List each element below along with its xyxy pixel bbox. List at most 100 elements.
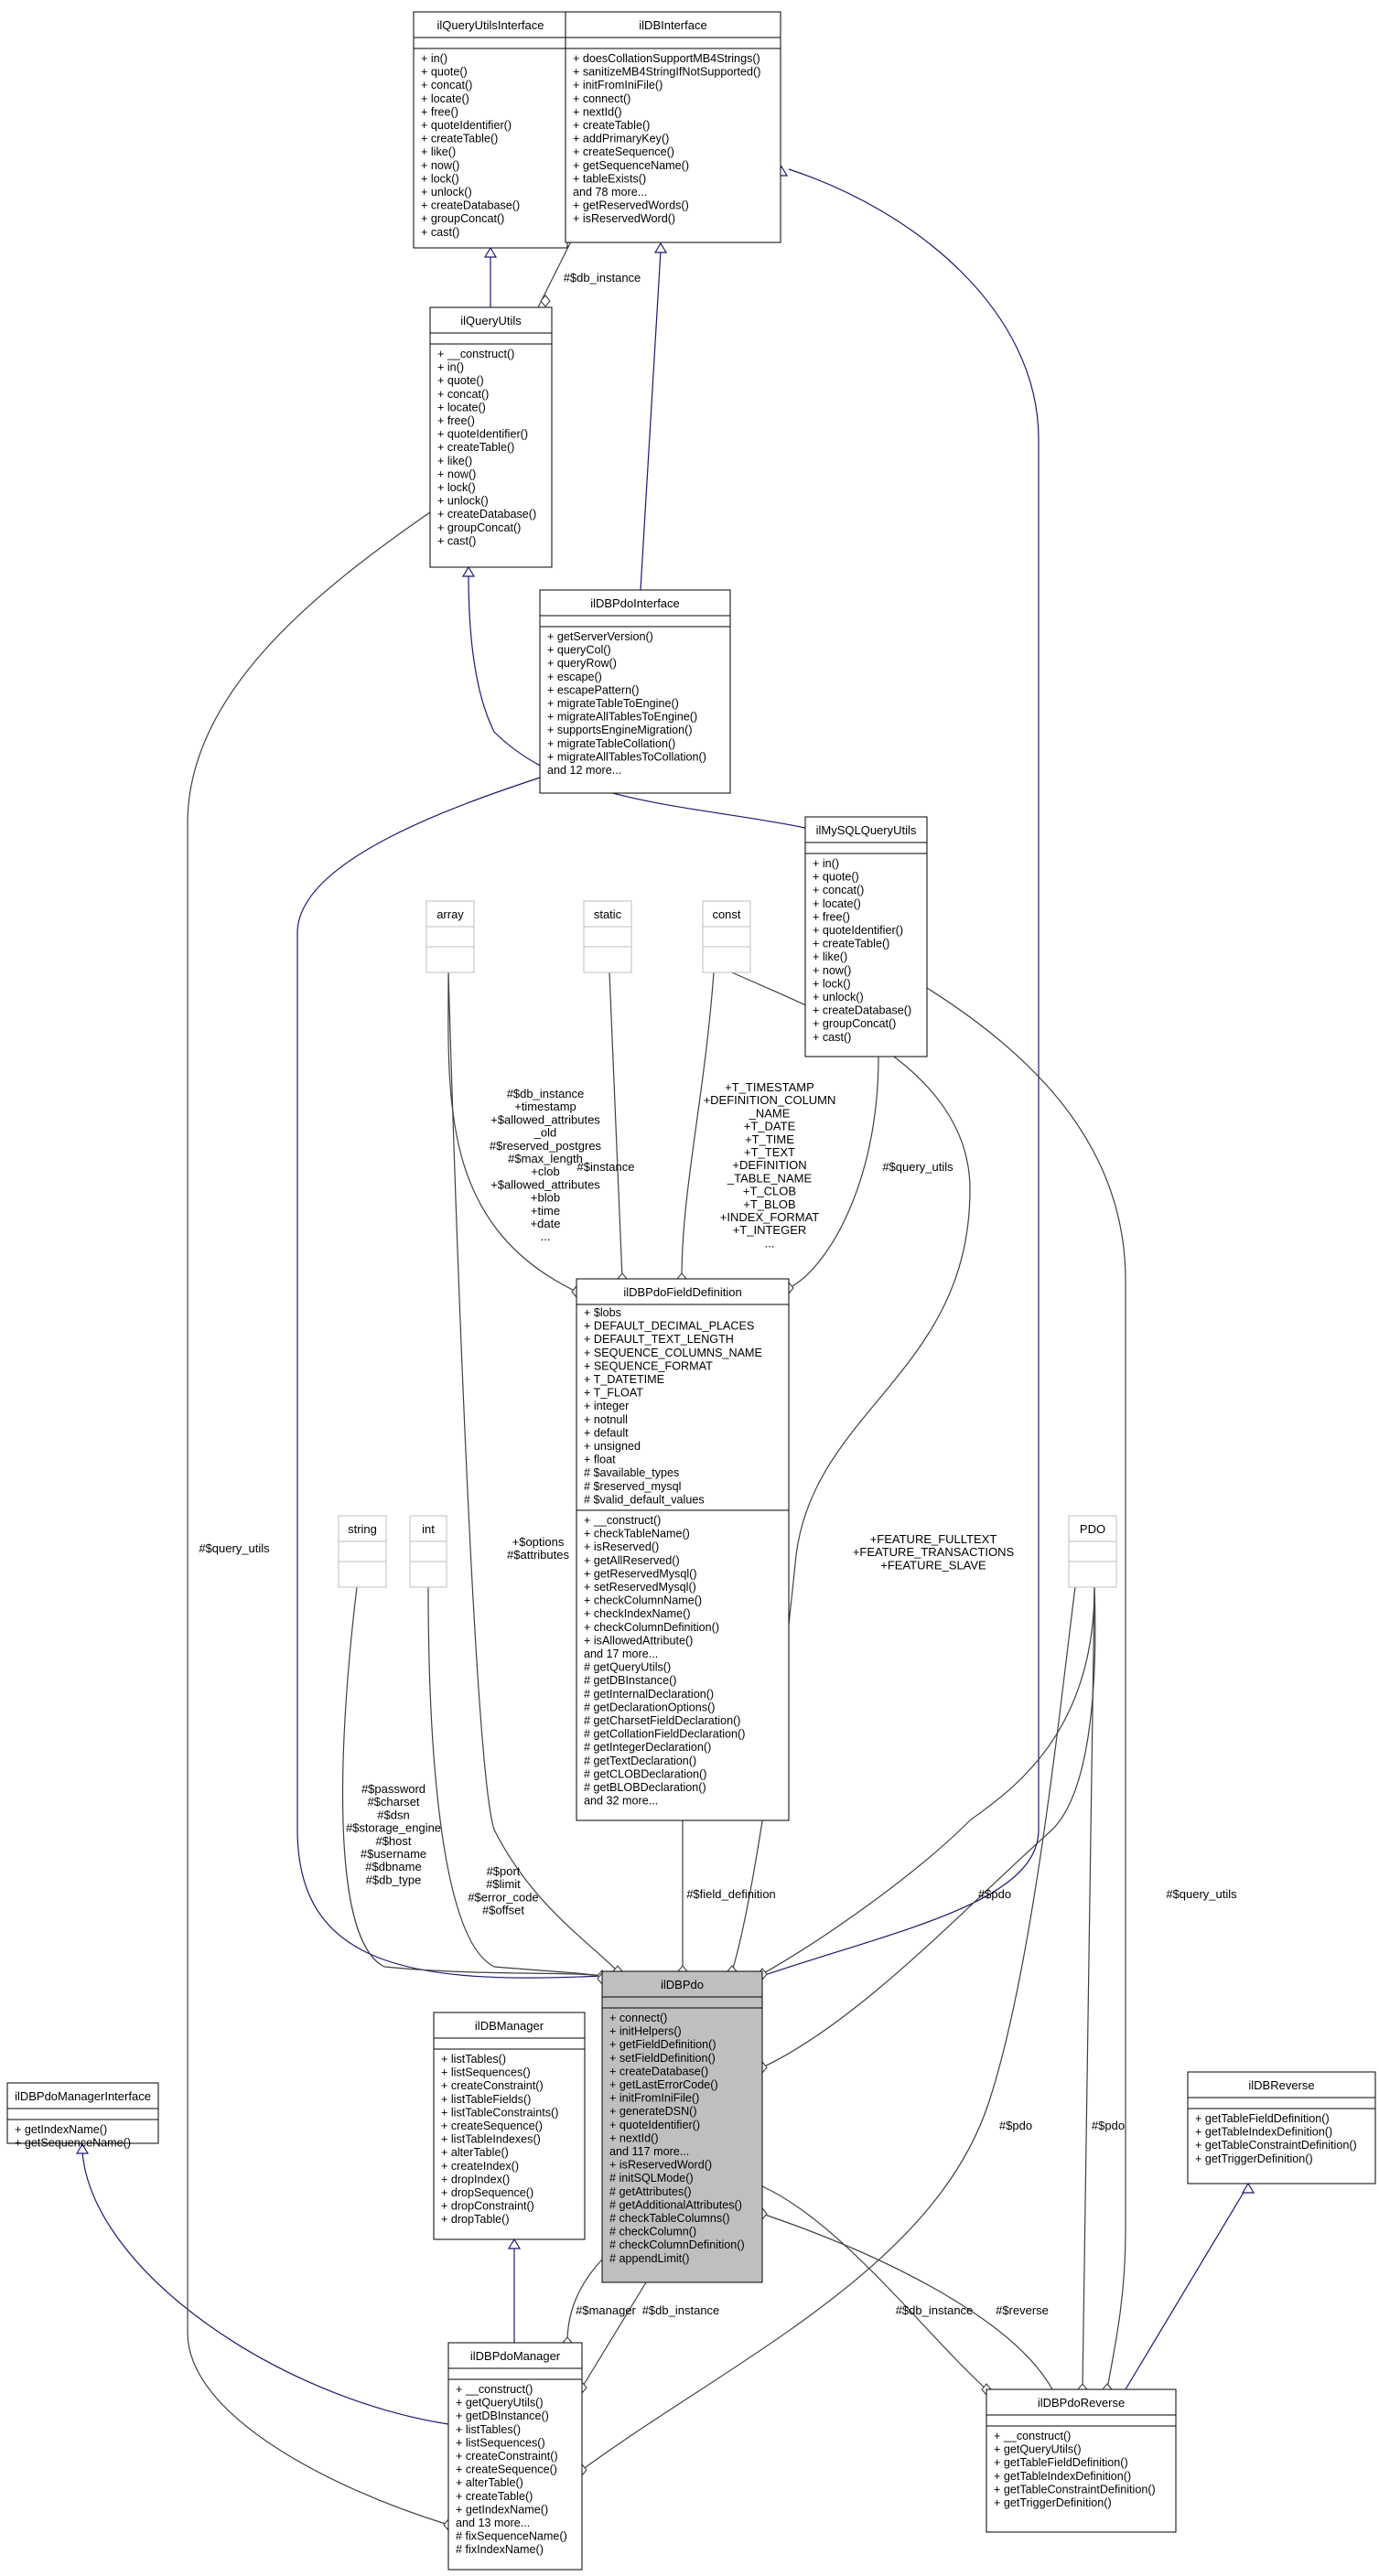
edge-label-line: #$instance (577, 1160, 635, 1174)
edge-label-line: #$limit (486, 1877, 521, 1891)
class-method: + getIndexName() (15, 2123, 107, 2136)
class-method: + createTable() (573, 119, 650, 132)
class-pdo[interactable]: PDO (1068, 1515, 1117, 1588)
class-method: # getQueryUtils() (584, 1661, 671, 1674)
class-method: + now() (813, 964, 851, 977)
assoc-pdo-dbpdo-edge (761, 1586, 1095, 1975)
edge-label-line: +timestamp (514, 1100, 576, 1113)
edge-label-line: #$charset (367, 1795, 419, 1809)
class-attribute: + float (584, 1454, 616, 1466)
class-title: ilMySQLQueryUtils (816, 823, 917, 837)
class-method: + migrateAllTablesToCollation() (547, 750, 706, 763)
class-method: + listTables() (456, 2423, 521, 2436)
class-method: + quoteIdentifier() (421, 119, 512, 132)
inherit-manager-managerinterface-arrowhead (75, 2142, 90, 2154)
class-method: + getTableIndexDefinition() (1195, 2126, 1332, 2139)
edge-label-line: ... (541, 1229, 551, 1243)
class-array[interactable]: array (426, 900, 475, 973)
edge-label-line: #$pdo (978, 1887, 1011, 1901)
class-ildbpdomanager[interactable]: ilDBPdoManager+ __construct()+ getQueryU… (447, 2342, 583, 2571)
edge-label-line: +T_TIMESTAMP (725, 1080, 814, 1094)
class-method: + addPrimaryKey() (573, 133, 669, 145)
class-method: + createDatabase() (813, 1004, 911, 1017)
assoc-int-dbpdo-edge (427, 1586, 603, 1977)
inherit-mysql-queryutils-edge (468, 574, 806, 829)
assoc-reverse-dbpdo-edge (761, 2213, 1053, 2390)
class-string[interactable]: string (338, 1515, 387, 1588)
class-method: # fixIndexName() (456, 2543, 544, 2556)
class-title: ilDBPdoManager (470, 2349, 561, 2363)
class-title: ilDBPdo (661, 1978, 704, 1991)
lbl-fd-pdo: #$field_definition (686, 1887, 776, 1901)
class-method: + getReservedWords() (573, 199, 689, 212)
class-box (429, 306, 553, 568)
class-title: const (712, 907, 740, 921)
class-ilmysqlqueryutils[interactable]: ilMySQLQueryUtils+ in()+ quote()+ concat… (804, 816, 928, 1057)
class-ilqueryutilsinterface[interactable]: ilQueryUtilsInterface+ in()+ quote()+ co… (413, 11, 568, 249)
class-method: # getDeclarationOptions() (584, 1701, 716, 1713)
class-static[interactable]: static (583, 900, 632, 973)
class-ildbmanager[interactable]: ilDBManager+ listTables()+ listSequences… (433, 2012, 586, 2240)
class-method: # checkColumn() (609, 2226, 696, 2238)
class-method: + nextId() (573, 105, 622, 118)
edge-label-line: #$db_instance (507, 1087, 585, 1100)
class-method: + unlock() (437, 495, 489, 508)
class-method: + quoteIdentifier() (813, 924, 903, 937)
edge-label-line: #$db_instance (564, 271, 641, 284)
inherit-dbpdointerface-dbinterface-arrowhead (653, 242, 668, 253)
class-method: + createTable() (437, 441, 514, 454)
assoc-array-dbpdo-edge (447, 971, 619, 1972)
edge-label-line: +clob (531, 1165, 559, 1178)
class-title: ilDBReverse (1248, 2078, 1314, 2092)
class-int[interactable]: int (409, 1515, 447, 1588)
edge-label-line: #$db_instance (896, 2303, 974, 2317)
lbl-const-pdo: +FEATURE_FULLTEXT+FEATURE_TRANSACTIONS+F… (853, 1532, 1015, 1572)
class-ildbpdofielddefinition[interactable]: ilDBPdoFieldDefinition+ $lobs+ DEFAULT_D… (576, 1278, 790, 1821)
class-method: + nextId() (609, 2131, 659, 2144)
edge-label-line: +DEFINITION (732, 1158, 806, 1172)
class-method: + free() (421, 105, 458, 118)
class-method: + getTriggerDefinition() (1195, 2152, 1313, 2165)
class-method: # getCLOBDeclaration() (584, 1767, 706, 1780)
edge-label-line: #$db_type (366, 1873, 422, 1886)
class-method: + quoteIdentifier() (609, 2119, 700, 2131)
assoc-dbpdo-manager-edge (581, 2281, 647, 2388)
class-method: + now() (421, 159, 459, 172)
class-method: + __construct() (456, 2383, 533, 2396)
class-ildbinterface[interactable]: ilDBInterface+ doesCollationSupportMB4St… (565, 11, 781, 243)
lbl-pdo-manager: #$pdo (999, 2119, 1032, 2132)
inherit-mysql-queryutils-arrowhead (461, 565, 476, 577)
edge-label-line: #$username (361, 1847, 426, 1861)
class-title: ilDBPdoReverse (1038, 2396, 1125, 2410)
class-ildbpdo[interactable]: ilDBPdo+ connect()+ initHelpers()+ getFi… (601, 1970, 763, 2283)
class-method: + queryRow() (547, 657, 617, 670)
class-method: + getLastErrorCode() (609, 2078, 718, 2091)
class-method: + dropConstraint() (441, 2200, 534, 2213)
edge-label-line: #$password (361, 1782, 426, 1796)
edge-label-line: _NAME (749, 1106, 791, 1120)
edge-label-line: #$manager (576, 2303, 636, 2317)
lbl-manager: #$manager (576, 2303, 636, 2317)
class-method: + checkColumnName() (584, 1594, 702, 1607)
class-method: + isAllowedAttribute() (584, 1634, 693, 1647)
class-attribute: + notnull (584, 1413, 628, 1426)
class-attribute: # $valid_default_values (584, 1493, 705, 1506)
edge-label-line: +T_TIME (745, 1132, 794, 1146)
class-box (583, 900, 632, 973)
class-ilqueryutils[interactable]: ilQueryUtils+ __construct()+ in()+ quote… (429, 306, 553, 568)
lbl-pdo-pdo: #$pdo (978, 1887, 1011, 1901)
class-ildbreverse[interactable]: ilDBReverse+ getTableFieldDefinition()+ … (1187, 2071, 1376, 2184)
class-ildbpdoreverse[interactable]: ilDBPdoReverse+ __construct()+ getQueryU… (986, 2388, 1177, 2533)
edge-label-line: +DEFINITION_COLUMN (704, 1093, 836, 1107)
class-ildbpdomanagerinterface[interactable]: ilDBPdoManagerInterface+ getIndexName()+… (6, 2082, 159, 2150)
edge-label-line: #$db_instance (642, 2303, 720, 2317)
assoc-dbpdo-fielddef-misc-edge (761, 1586, 1096, 2068)
class-ildbpdointerface[interactable]: ilDBPdoInterface+ getServerVersion()+ qu… (539, 589, 731, 794)
class-method: # checkTableColumns() (609, 2212, 730, 2225)
class-const[interactable]: const (702, 900, 751, 973)
class-method: + getQueryUtils() (994, 2443, 1082, 2456)
class-method: and 32 more... (584, 1795, 658, 1808)
class-method: + checkColumnDefinition() (584, 1621, 719, 1634)
edge-label-line: +T_INTEGER (733, 1223, 807, 1237)
edge-label-line: #$pdo (999, 2119, 1032, 2132)
